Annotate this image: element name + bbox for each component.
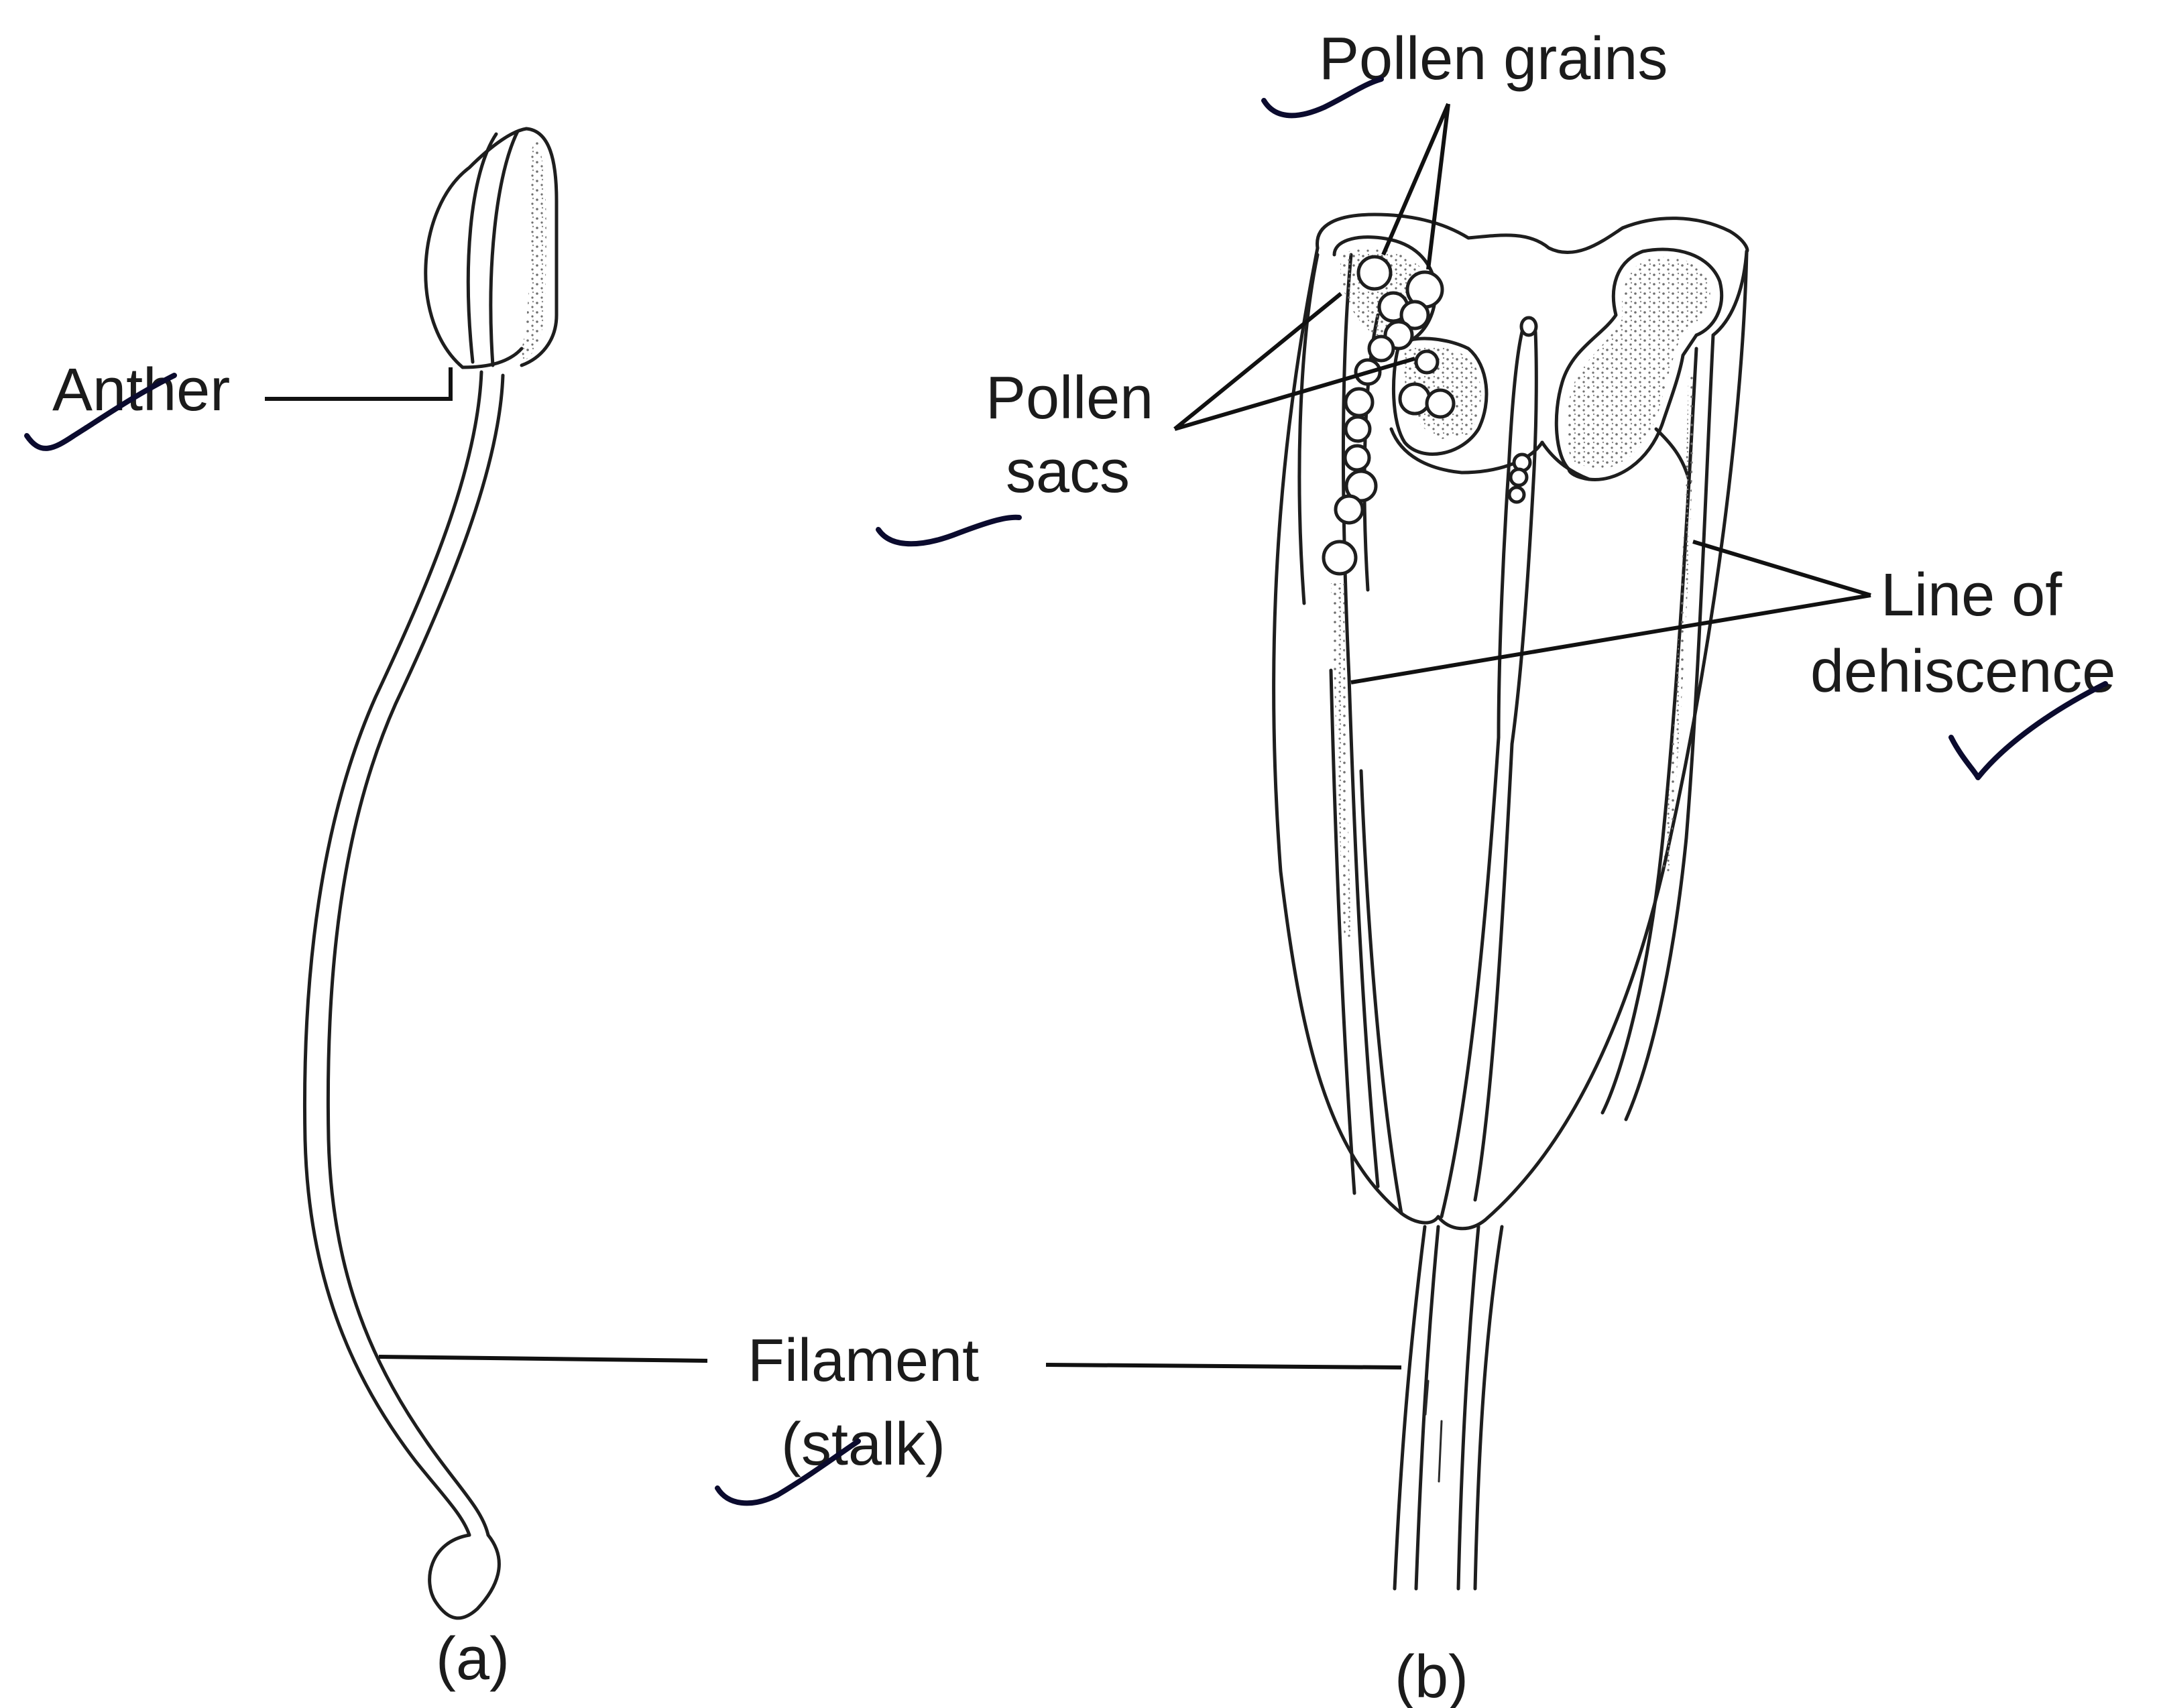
filament-b xyxy=(1395,1227,1502,1589)
caption-b: (b) xyxy=(1395,1644,1468,1708)
anther-section-figure-b: Pollen grains Pollen sacs Line of dehisc… xyxy=(379,25,2115,1708)
line-of-dehiscence-label-line2: dehiscence xyxy=(1810,638,2115,705)
line-of-dehiscence-pointer xyxy=(1351,542,1871,682)
anther-head-a xyxy=(426,129,557,367)
caption-a: (a) xyxy=(436,1626,510,1693)
pollen-sacs-label-line1: Pollen xyxy=(986,365,1153,432)
check-mark-pollen-sacs xyxy=(878,517,1019,544)
filament-pointer-left xyxy=(379,1357,707,1361)
anther-label: Anther xyxy=(52,357,230,424)
filament-pointer-right xyxy=(1046,1365,1401,1367)
anther-top-outline xyxy=(1318,215,1747,253)
pollen-sacs-label-line2: sacs xyxy=(1006,438,1130,505)
filament-label-line1: Filament xyxy=(748,1327,979,1394)
line-of-dehiscence-label-line1: Line of xyxy=(1881,562,2062,629)
pollen-grains-pointer xyxy=(1383,104,1448,269)
filament-label-line2: (stalk) xyxy=(781,1411,945,1478)
stamen-figure-a: Anther xyxy=(27,129,557,1618)
filament-base-bulb xyxy=(430,1535,500,1618)
anther-leader-line xyxy=(265,367,451,399)
filament-a xyxy=(304,372,481,1535)
